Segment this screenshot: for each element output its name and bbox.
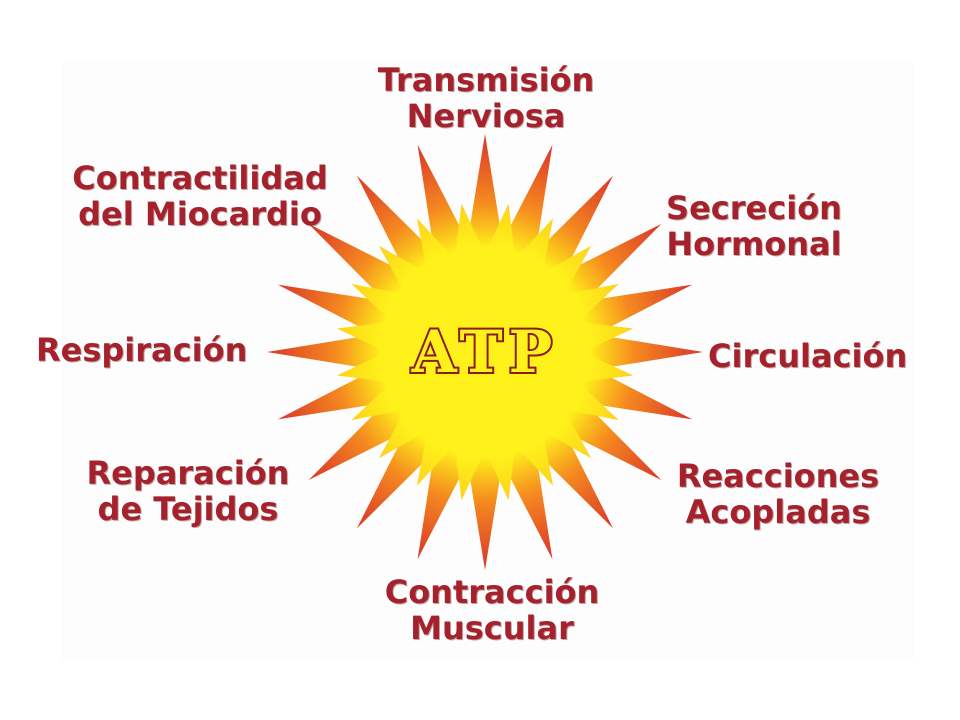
starburst-inner	[336, 203, 634, 501]
label-line: Reacciones	[676, 457, 880, 495]
label-contractilidad-del-miocardio: Contractilidad del Miocardio	[72, 160, 328, 232]
label-circulacion: Circulación	[708, 338, 907, 374]
label-line: del Miocardio	[78, 195, 322, 233]
label-contraccion-muscular: Contracción Muscular	[385, 574, 600, 646]
label-reacciones-acopladas: Reacciones Acopladas	[677, 458, 879, 530]
label-line: Hormonal	[666, 225, 842, 263]
label-line: Contractilidad	[72, 159, 328, 197]
label-line: Transmisión	[377, 61, 595, 99]
label-line: Nerviosa	[406, 97, 566, 135]
label-line: Acopladas	[685, 493, 871, 531]
label-reparacion-de-tejidos: Reparación de Tejidos	[87, 455, 290, 527]
label-line: Respiración	[36, 331, 248, 369]
label-line: de Tejidos	[97, 490, 279, 528]
label-line: Secreción	[666, 189, 842, 227]
atp-center-label: ATP	[411, 318, 559, 386]
label-transmision-nerviosa: Transmisión Nerviosa	[378, 62, 595, 134]
label-secrecion-hormonal: Secreción Hormonal	[666, 190, 842, 262]
label-line: Contracción	[384, 573, 600, 611]
label-line: Muscular	[410, 609, 574, 647]
label-respiracion: Respiración	[36, 332, 247, 368]
label-line: Reparación	[86, 454, 290, 492]
label-line: Circulación	[708, 337, 908, 375]
